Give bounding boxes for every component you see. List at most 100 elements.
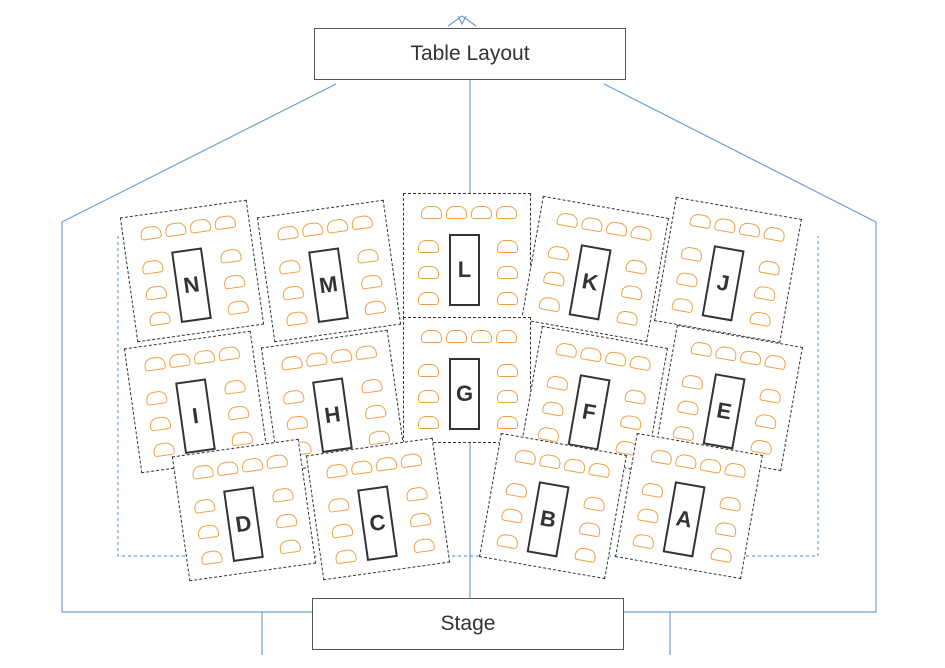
chair-icon: [193, 349, 216, 365]
chair-icon: [265, 453, 289, 470]
chair-icon: [360, 273, 383, 290]
chair-icon: [505, 481, 529, 499]
chair-icon: [497, 364, 518, 377]
table[interactable]: E: [702, 373, 746, 450]
chair-icon: [674, 453, 698, 470]
chair-icon: [446, 206, 467, 219]
chair-icon: [758, 259, 782, 276]
chair-icon: [301, 221, 324, 238]
chair-icon: [278, 538, 302, 555]
table[interactable]: B: [526, 481, 570, 558]
chair-icon: [628, 354, 652, 372]
chair-icon: [542, 270, 566, 287]
chair-icon: [547, 244, 571, 262]
chair-icon: [405, 486, 429, 502]
table[interactable]: F: [567, 374, 611, 451]
chair-icon: [330, 348, 353, 364]
chair-icon: [280, 354, 304, 371]
chair-icon: [714, 345, 738, 362]
chair-icon: [418, 266, 439, 279]
table-label: I: [190, 402, 201, 429]
chair-icon: [514, 448, 538, 466]
chair-icon: [555, 341, 579, 359]
table[interactable]: J: [701, 245, 745, 322]
chair-icon: [723, 461, 747, 479]
chair-icon: [578, 521, 602, 538]
chair-icon: [356, 248, 380, 264]
chair-icon: [471, 206, 492, 219]
table[interactable]: N: [171, 247, 212, 324]
chair-icon: [418, 240, 439, 253]
chair-icon: [496, 206, 517, 219]
chair-icon: [690, 340, 714, 358]
chair-icon: [500, 507, 524, 524]
chair-icon: [375, 456, 398, 472]
chair-icon: [546, 374, 570, 392]
chair-icon: [168, 352, 191, 369]
table[interactable]: I: [175, 378, 216, 455]
chair-icon: [497, 416, 518, 429]
table[interactable]: L: [449, 234, 480, 306]
chair-icon: [139, 224, 163, 241]
chair-icon: [282, 389, 305, 405]
roof-peak-inner: [457, 15, 467, 26]
chair-icon: [350, 459, 373, 476]
chair-icon: [650, 448, 674, 466]
chair-icon: [680, 245, 704, 263]
chair-icon: [641, 481, 665, 499]
chair-icon: [285, 414, 309, 431]
chair-icon: [496, 532, 520, 550]
chair-icon: [364, 403, 387, 420]
chair-icon: [418, 416, 439, 429]
chair-icon: [275, 512, 298, 529]
chair-icon: [223, 273, 246, 290]
chair-icon: [145, 390, 168, 406]
table-label: H: [322, 401, 343, 429]
chair-icon: [538, 295, 562, 313]
chair-icon: [676, 399, 700, 416]
chair-icon: [629, 224, 653, 242]
table[interactable]: C: [357, 485, 398, 562]
table[interactable]: H: [312, 377, 353, 454]
chair-icon: [360, 378, 384, 394]
chair-icon: [759, 387, 783, 404]
chair-icon: [556, 211, 580, 229]
chair-icon: [418, 390, 439, 403]
chair-icon: [200, 549, 224, 566]
chair-icon: [421, 330, 442, 343]
table[interactable]: G: [449, 358, 480, 430]
table-pod: C: [305, 437, 451, 581]
chair-icon: [241, 457, 264, 473]
chair-icon: [367, 429, 391, 446]
chair-icon: [583, 495, 607, 512]
chair-icon: [164, 221, 187, 238]
chair-icon: [213, 214, 237, 231]
chair-icon: [605, 220, 629, 237]
title-box: Table Layout: [314, 28, 626, 80]
chair-icon: [141, 259, 164, 275]
chair-icon: [763, 353, 787, 371]
table[interactable]: K: [568, 244, 612, 321]
chair-icon: [227, 404, 250, 421]
table[interactable]: M: [308, 247, 349, 324]
chair-icon: [675, 271, 699, 288]
table[interactable]: D: [223, 486, 264, 563]
table-label: D: [233, 510, 254, 538]
table-label: N: [181, 271, 202, 299]
chair-icon: [624, 388, 648, 405]
chair-icon: [193, 498, 216, 514]
chair-icon: [538, 453, 562, 470]
chair-icon: [278, 259, 301, 275]
chair-icon: [681, 373, 705, 391]
table-pod: D: [171, 438, 317, 582]
table-pod: A: [615, 432, 763, 580]
chair-icon: [285, 310, 309, 327]
table[interactable]: A: [662, 481, 706, 558]
chair-icon: [739, 349, 763, 366]
roof-peak-line: [447, 15, 477, 27]
chair-icon: [326, 218, 349, 234]
table-label: F: [580, 398, 598, 426]
chair-icon: [754, 413, 778, 430]
chair-icon: [497, 390, 518, 403]
